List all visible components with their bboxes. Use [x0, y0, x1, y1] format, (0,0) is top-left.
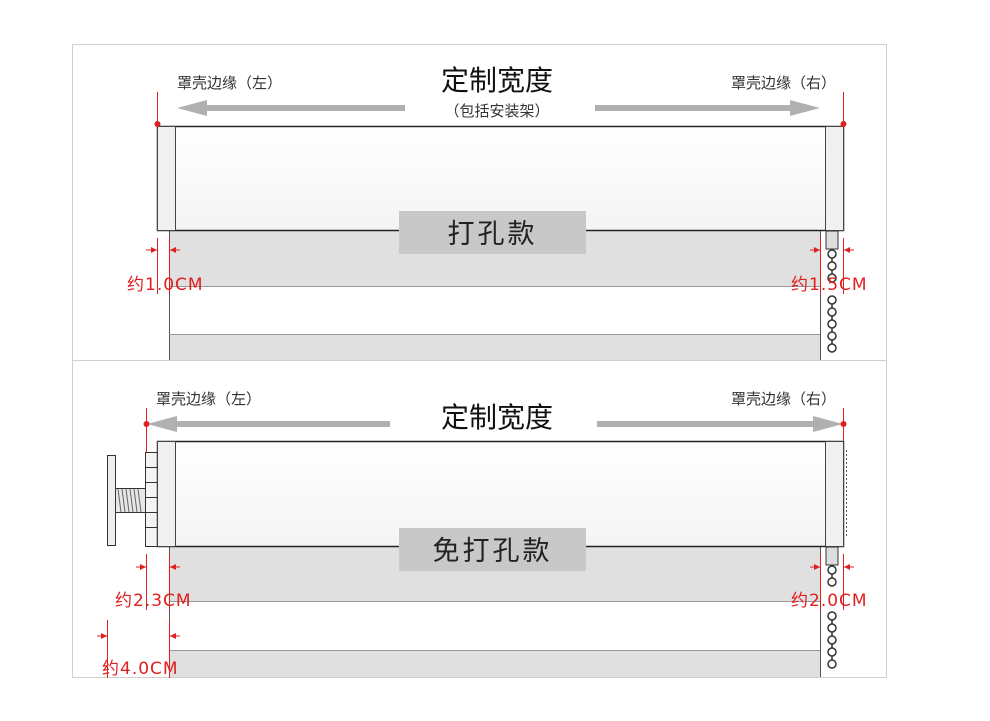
dimension-left-label: 约1.0CM [127, 275, 204, 295]
end-cap-right [825, 126, 844, 231]
bead-chain [827, 249, 837, 353]
model-badge-label: 免打孔款 [433, 536, 553, 567]
dimension-bracket [97, 620, 180, 678]
fabric-strip [169, 651, 820, 677]
dimension-right-label: 约1.5CM [791, 275, 868, 295]
arrow-left [177, 100, 405, 116]
chain-gear [825, 230, 839, 250]
end-cap-left [157, 126, 176, 231]
width-title: 定制宽度 [441, 401, 553, 434]
chain-gear [825, 546, 839, 566]
edge-label-left: 罩壳边缘（左） [177, 74, 282, 92]
edge-label-left: 罩壳边缘（左） [156, 390, 261, 408]
end-cap-right [825, 441, 844, 547]
arrow-right [595, 100, 820, 116]
width-title: 定制宽度 [441, 64, 553, 97]
end-cap-left [157, 441, 176, 547]
fabric-strip [169, 335, 820, 360]
dimension-left [136, 554, 180, 610]
dimension-right [810, 554, 854, 610]
model-badge [399, 528, 586, 571]
dimension-bracket-label: 约4.0CM [102, 659, 179, 679]
arrow-left [147, 416, 390, 432]
arrow-right [597, 416, 843, 432]
top-panel: 罩壳边缘（左） 罩壳边缘（右） 定制宽度 （包括安装架） 打孔款 约1.0CM … [127, 64, 868, 360]
bottom-panel-frame [72, 360, 887, 678]
width-subtitle: （包括安装架） [444, 102, 549, 120]
dimension-left-label: 约2.3CM [115, 591, 192, 611]
dimension-right [810, 238, 854, 294]
bead-chain [827, 565, 837, 669]
model-badge-label: 打孔款 [448, 219, 538, 250]
dimension-right-label: 约2.0CM [791, 591, 868, 611]
bottom-panel: 罩壳边缘（左） 罩壳边缘（右） 定制宽度 免打孔款 约2.3CM 约2.0CM [97, 390, 868, 679]
tension-bracket [107, 452, 158, 547]
edge-label-right: 罩壳边缘（右） [731, 390, 836, 408]
dimension-left [146, 238, 180, 294]
model-badge [399, 211, 586, 254]
edge-label-right: 罩壳边缘（右） [731, 74, 836, 92]
